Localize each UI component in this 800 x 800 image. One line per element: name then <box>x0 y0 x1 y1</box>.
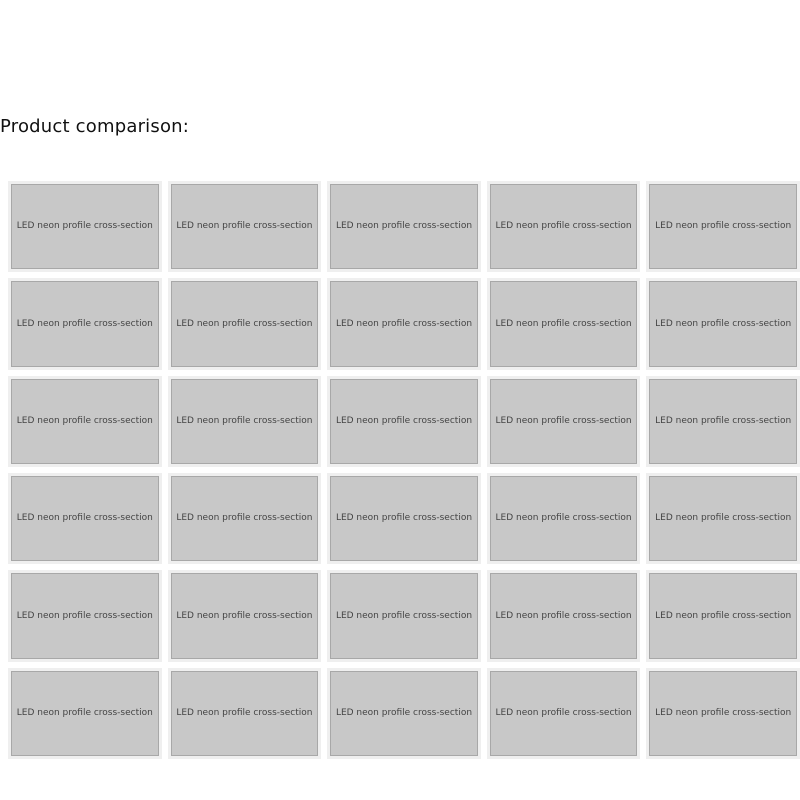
placeholder-label: LED neon profile cross-section <box>335 415 473 426</box>
profile-image-placeholder: LED neon profile cross-section <box>11 670 159 756</box>
placeholder-label: LED neon profile cross-section <box>655 513 792 524</box>
placeholder-label: LED neon profile cross-section <box>655 221 792 232</box>
profile-image-placeholder: LED neon profile cross-section <box>489 281 638 367</box>
placeholder-label: LED neon profile cross-section <box>176 415 313 426</box>
profile-image-placeholder: LED neon profile cross-section <box>649 378 797 464</box>
placeholder-label: LED neon profile cross-section <box>16 610 153 621</box>
profile-cell: LED neon profile cross-section <box>646 375 800 467</box>
profile-image-placeholder: LED neon profile cross-section <box>11 184 159 270</box>
profile-image-placeholder: LED neon profile cross-section <box>489 573 638 659</box>
placeholder-label: LED neon profile cross-section <box>495 318 632 329</box>
profile-cell: LED neon profile cross-section <box>646 570 800 662</box>
placeholder-label: LED neon profile cross-section <box>495 415 632 426</box>
profile-cell: LED neon profile cross-section <box>8 667 162 759</box>
profile-image-placeholder: LED neon profile cross-section <box>649 184 797 270</box>
profile-image-placeholder: LED neon profile cross-section <box>330 378 478 464</box>
profile-image-placeholder: LED neon profile cross-section <box>489 670 638 756</box>
placeholder-label: LED neon profile cross-section <box>16 707 153 718</box>
profile-image-placeholder: LED neon profile cross-section <box>330 476 478 562</box>
profile-image-placeholder: LED neon profile cross-section <box>489 184 638 270</box>
profile-cell: LED neon profile cross-section <box>327 278 481 370</box>
profile-cell: LED neon profile cross-section <box>167 375 322 467</box>
profile-image-placeholder: LED neon profile cross-section <box>11 281 159 367</box>
profile-cell: LED neon profile cross-section <box>486 473 641 565</box>
placeholder-label: LED neon profile cross-section <box>655 610 792 621</box>
profile-cell: LED neon profile cross-section <box>167 278 322 370</box>
profile-image-placeholder: LED neon profile cross-section <box>649 670 797 756</box>
profile-cell: LED neon profile cross-section <box>486 278 641 370</box>
profile-cell: LED neon profile cross-section <box>327 667 481 759</box>
placeholder-label: LED neon profile cross-section <box>335 221 473 232</box>
profile-cell: LED neon profile cross-section <box>167 181 322 273</box>
profile-cell: LED neon profile cross-section <box>486 375 641 467</box>
profile-cell: LED neon profile cross-section <box>646 181 800 273</box>
profile-image-placeholder: LED neon profile cross-section <box>649 476 797 562</box>
profile-image-placeholder: LED neon profile cross-section <box>170 573 319 659</box>
profile-cell: LED neon profile cross-section <box>167 570 322 662</box>
profile-cell: LED neon profile cross-section <box>646 667 800 759</box>
profile-cell: LED neon profile cross-section <box>486 570 641 662</box>
profile-cell: LED neon profile cross-section <box>646 473 800 565</box>
profile-cell: LED neon profile cross-section <box>167 473 322 565</box>
profile-cell: LED neon profile cross-section <box>486 667 641 759</box>
placeholder-label: LED neon profile cross-section <box>495 513 632 524</box>
profile-image-placeholder: LED neon profile cross-section <box>649 573 797 659</box>
profile-cell: LED neon profile cross-section <box>8 375 162 467</box>
profile-image-placeholder: LED neon profile cross-section <box>330 573 478 659</box>
profile-cell: LED neon profile cross-section <box>8 473 162 565</box>
placeholder-label: LED neon profile cross-section <box>176 221 313 232</box>
profile-image-placeholder: LED neon profile cross-section <box>489 378 638 464</box>
placeholder-label: LED neon profile cross-section <box>495 610 632 621</box>
profile-image-placeholder: LED neon profile cross-section <box>170 378 319 464</box>
profile-cell: LED neon profile cross-section <box>327 375 481 467</box>
placeholder-label: LED neon profile cross-section <box>655 318 792 329</box>
profile-cell: LED neon profile cross-section <box>8 181 162 273</box>
placeholder-label: LED neon profile cross-section <box>16 513 153 524</box>
placeholder-label: LED neon profile cross-section <box>16 318 153 329</box>
profile-image-placeholder: LED neon profile cross-section <box>330 184 478 270</box>
profile-image-placeholder: LED neon profile cross-section <box>489 476 638 562</box>
placeholder-label: LED neon profile cross-section <box>335 513 473 524</box>
profile-cell: LED neon profile cross-section <box>327 473 481 565</box>
profile-image-placeholder: LED neon profile cross-section <box>330 281 478 367</box>
profile-image-placeholder: LED neon profile cross-section <box>11 573 159 659</box>
profile-cell: LED neon profile cross-section <box>646 278 800 370</box>
placeholder-label: LED neon profile cross-section <box>495 221 632 232</box>
placeholder-label: LED neon profile cross-section <box>655 415 792 426</box>
placeholder-label: LED neon profile cross-section <box>655 707 792 718</box>
placeholder-label: LED neon profile cross-section <box>335 318 473 329</box>
placeholder-label: LED neon profile cross-section <box>176 318 313 329</box>
profile-cell: LED neon profile cross-section <box>327 570 481 662</box>
placeholder-label: LED neon profile cross-section <box>335 610 473 621</box>
placeholder-label: LED neon profile cross-section <box>16 221 153 232</box>
placeholder-label: LED neon profile cross-section <box>16 415 153 426</box>
profile-cell: LED neon profile cross-section <box>8 570 162 662</box>
profile-image-placeholder: LED neon profile cross-section <box>170 184 319 270</box>
profile-cell: LED neon profile cross-section <box>327 181 481 273</box>
profile-image-placeholder: LED neon profile cross-section <box>170 281 319 367</box>
profile-image-placeholder: LED neon profile cross-section <box>11 476 159 562</box>
placeholder-label: LED neon profile cross-section <box>335 707 473 718</box>
placeholder-label: LED neon profile cross-section <box>176 707 313 718</box>
profile-cell: LED neon profile cross-section <box>486 181 641 273</box>
profile-image-placeholder: LED neon profile cross-section <box>170 476 319 562</box>
profile-cell: LED neon profile cross-section <box>8 278 162 370</box>
page-title: Product comparison: <box>0 116 190 137</box>
profile-image-placeholder: LED neon profile cross-section <box>170 670 319 756</box>
profile-cell: LED neon profile cross-section <box>167 667 322 759</box>
profile-image-placeholder: LED neon profile cross-section <box>330 670 478 756</box>
profile-image-placeholder: LED neon profile cross-section <box>649 281 797 367</box>
profile-image-placeholder: LED neon profile cross-section <box>11 378 159 464</box>
placeholder-label: LED neon profile cross-section <box>176 610 313 621</box>
placeholder-label: LED neon profile cross-section <box>176 513 313 524</box>
placeholder-label: LED neon profile cross-section <box>495 707 632 718</box>
